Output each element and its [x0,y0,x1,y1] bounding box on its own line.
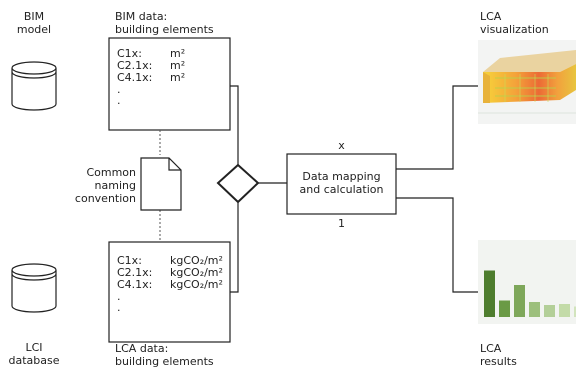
lca-results-label: LCA results [480,342,517,368]
bim-row: C4.1x:m² [117,71,186,84]
merge-diamond [216,163,260,204]
lca-data-connector [230,202,239,293]
data-mapping-box [286,153,397,215]
bim-data-box [108,37,231,131]
document-icon [140,157,182,211]
mapping-bottom-multiplicity: 1 [338,217,345,230]
mapping-to-visualization-connector [396,85,478,170]
result-bar [544,305,555,317]
lca-visualization-label: LCA visualization [480,10,549,36]
naming-convention-label: Common naming convention [74,166,136,205]
lci-database-label: LCI database [8,341,60,367]
bim-data-rows: C1x:m² C2.1x:m² C4.1x:m² . . [117,47,186,107]
ellipsis-dot: . [117,83,121,96]
lca-data-rows: C1x:kgCO₂/m² C2.1x:kgCO₂/m² C4.1x:kgCO₂/… [117,254,223,314]
lca-visualization-image [478,40,576,124]
result-bar [574,306,576,317]
ellipsis-dot: . [117,301,121,314]
data-mapping-label: Data mapping and calculation [299,170,384,196]
lca-data-title: LCA data: building elements [115,342,214,368]
bim-model-label: BIM model [16,10,52,36]
lci-database-icon [11,263,57,313]
results-bars [484,270,576,317]
result-bar [529,302,540,317]
bim-data-connector [230,85,239,165]
ellipsis-dot: . [117,290,121,303]
bim-data-title: BIM data: building elements [115,10,214,36]
lca-data-box [108,241,231,343]
bim-row: C1x:m² [117,47,186,60]
mapping-to-results-connector [396,197,478,293]
mapping-top-multiplicity: x [338,139,345,152]
result-bar [484,270,495,317]
bim-row: C2.1x:m² [117,59,186,72]
result-bar [499,300,510,317]
lca-row: C2.1x:kgCO₂/m² [117,266,223,279]
document-fold [168,158,181,171]
ellipsis-dot: . [117,94,121,107]
result-bar [514,285,525,317]
lca-row: C4.1x:kgCO₂/m² [117,278,223,291]
bim-model-database-icon [11,61,57,111]
lca-row: C1x:kgCO₂/m² [117,254,223,267]
result-bar [559,304,570,317]
